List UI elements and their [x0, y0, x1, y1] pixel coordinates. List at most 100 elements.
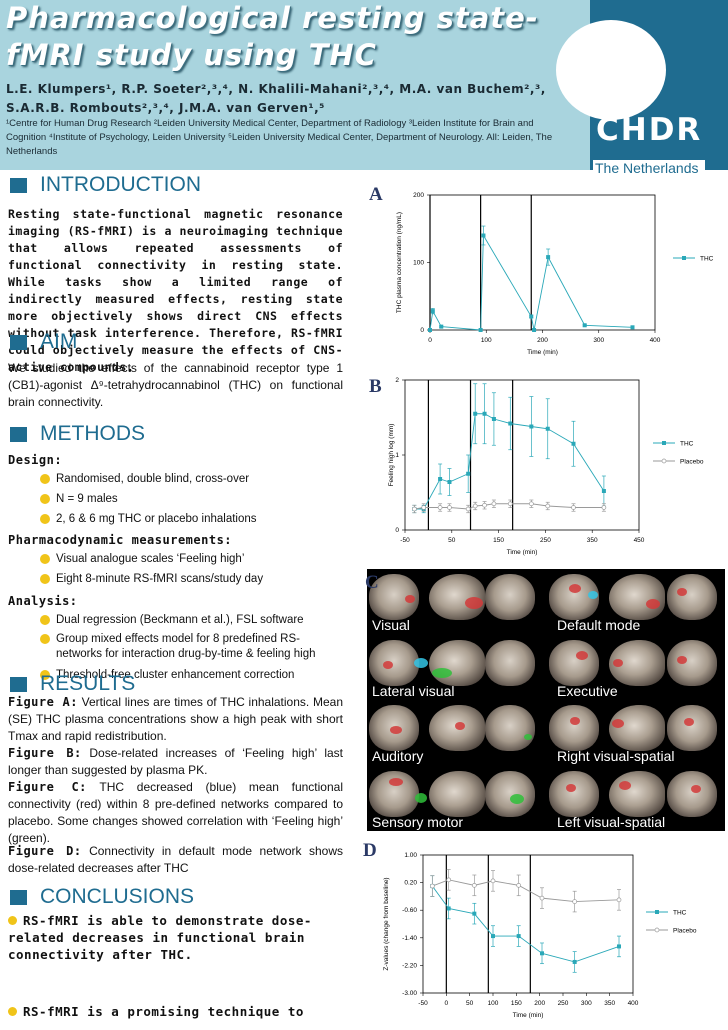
- chdr-logo: CHDR: [596, 112, 703, 148]
- legend-marker: [682, 256, 686, 260]
- data-point: [446, 877, 452, 883]
- bullet-icon: [8, 916, 17, 925]
- y-axis-label: Z-values (change from baseline): [383, 877, 390, 970]
- bullet-icon: [40, 494, 50, 504]
- bullet-icon: [40, 574, 50, 584]
- data-point: [630, 325, 635, 330]
- legend-marker: [662, 441, 666, 445]
- data-point: [481, 233, 486, 238]
- y-axis-label: THC plasma concentration (ng/mL): [396, 212, 403, 313]
- data-point: [428, 328, 432, 332]
- bullet-icon: [40, 615, 50, 625]
- brain-slice-image: [485, 639, 535, 686]
- data-point: [540, 951, 544, 956]
- y-tick-label: 0: [420, 327, 424, 334]
- x-axis-label: Time (min): [527, 349, 558, 356]
- brain-slice-image: [429, 770, 485, 817]
- network-label: Sensory motor: [372, 813, 464, 830]
- poster-title: Pharmacological resting state-fMRI study…: [6, 1, 539, 72]
- network-label: Auditory: [372, 748, 424, 764]
- data-point: [472, 911, 477, 916]
- brain-slice-image: [549, 639, 599, 686]
- section-square-icon: [10, 177, 27, 193]
- activation-blob: [566, 783, 577, 792]
- section-square-icon: [10, 676, 27, 692]
- data-point: [616, 897, 622, 903]
- data-point: [473, 411, 478, 416]
- activation-blob: [455, 721, 466, 730]
- pd-label: Pharmacodynamic measurements:: [8, 533, 233, 547]
- x-tick-label: 400: [650, 337, 661, 344]
- x-tick-label: 200: [534, 1000, 545, 1007]
- data-point: [490, 878, 496, 884]
- x-tick-label: 100: [481, 337, 492, 344]
- panel-label-c: C: [365, 572, 379, 593]
- plot-frame: [422, 854, 634, 994]
- y-tick-label: -3.00: [402, 990, 417, 997]
- y-tick-label: -0.60: [402, 907, 417, 914]
- activation-blob: [569, 717, 580, 726]
- data-point: [491, 417, 496, 421]
- section-square-icon: [10, 889, 27, 905]
- data-point: [491, 501, 497, 507]
- brain-slice-image: [667, 770, 717, 817]
- data-point: [446, 906, 451, 911]
- legend-label: THC: [680, 441, 694, 448]
- x-tick-label: 150: [493, 537, 504, 544]
- data-point: [572, 899, 578, 904]
- activation-blob: [413, 657, 428, 668]
- data-point: [439, 324, 444, 329]
- data-point: [516, 934, 521, 939]
- brain-slice-image: [667, 574, 717, 620]
- data-point: [532, 328, 537, 332]
- aim-text: We studied the effects of the cannabinoi…: [8, 361, 343, 409]
- results-heading: RESULTS: [10, 672, 135, 696]
- x-tick-label: 450: [634, 537, 645, 544]
- data-point: [491, 934, 495, 939]
- activation-blob: [524, 734, 533, 741]
- logo-subtitle: The Netherlands: [593, 160, 705, 176]
- series-line-thc: [431, 885, 620, 963]
- x-tick-label: -50: [400, 537, 410, 544]
- bullet-icon: [40, 514, 50, 524]
- data-point: [545, 503, 551, 509]
- activation-blob: [646, 598, 661, 609]
- aim-heading: AIM: [10, 330, 77, 354]
- legend-label: THC: [700, 256, 714, 263]
- data-point: [430, 309, 435, 314]
- legend-marker: [654, 927, 660, 933]
- activation-blob: [568, 584, 581, 594]
- y-tick-label: 1.00: [404, 852, 417, 859]
- activation-blob: [388, 778, 403, 786]
- y-axis-label: Feeling high log (mm): [388, 424, 395, 487]
- y-tick-label: 100: [413, 260, 424, 267]
- methods-heading: METHODS: [10, 422, 145, 446]
- figure-c-caption: Figure C: THC decreased (blue) mean func…: [8, 780, 343, 845]
- x-tick-label: 200: [537, 337, 548, 344]
- activation-blob: [691, 784, 702, 793]
- figure-b-caption: Figure B: Dose-related increases of ‘Fee…: [8, 746, 343, 777]
- network-label: Lateral visual: [372, 682, 455, 699]
- activation-blob: [587, 590, 598, 599]
- brain-slice-image: [549, 770, 599, 817]
- conclusions-heading: CONCLUSIONS: [10, 885, 194, 909]
- data-point: [546, 255, 551, 260]
- list-item: Group mixed effects model for 8 predefin…: [40, 632, 340, 662]
- x-tick-label: 300: [581, 1000, 592, 1007]
- data-point: [447, 505, 452, 510]
- data-point: [482, 502, 487, 508]
- list-item: N = 9 males: [40, 492, 118, 507]
- x-tick-label: 0: [428, 337, 432, 344]
- x-axis-label: Time (min): [507, 549, 538, 556]
- activation-blob: [510, 794, 525, 805]
- list-item: Threshold-free cluster enhancement corre…: [40, 668, 340, 683]
- activation-blob: [684, 718, 695, 727]
- activation-blob: [618, 780, 631, 790]
- figure-a-caption: Figure A: Vertical lines are times of TH…: [8, 695, 343, 743]
- y-tick-label: -2.20: [402, 962, 417, 969]
- data-point: [438, 477, 443, 481]
- legend-marker: [661, 458, 667, 464]
- brain-slice-image: [609, 770, 665, 817]
